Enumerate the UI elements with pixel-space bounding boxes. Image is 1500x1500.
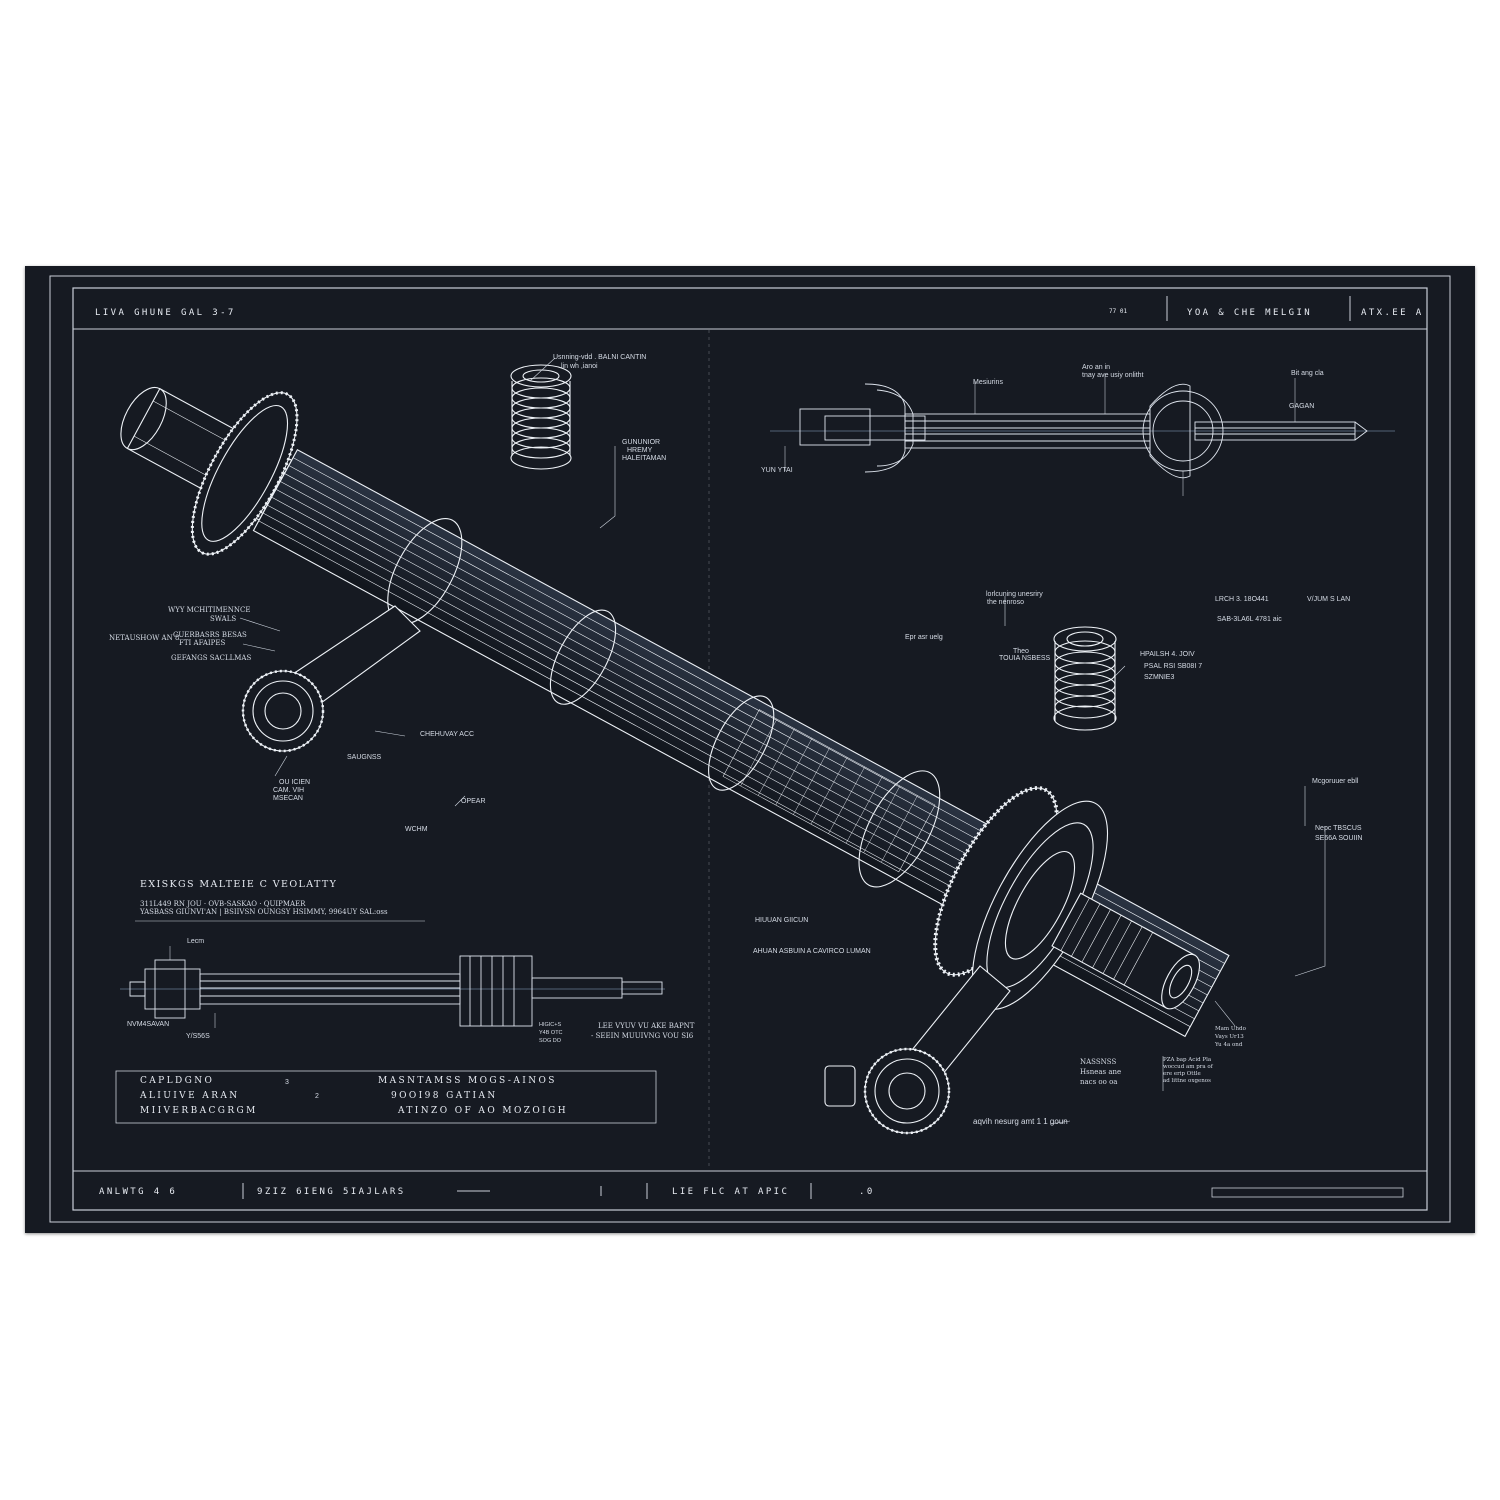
- side-view-label-3: tnay ave usiy onlitht: [1082, 372, 1144, 379]
- spec-marker-2: 2: [315, 1093, 319, 1100]
- callout-24: LRCH 3. 18O441: [1215, 596, 1269, 603]
- bottom-left-side-view: [120, 946, 665, 1028]
- callout-35: NASSNSS: [1080, 1058, 1117, 1066]
- title-top-right-2: ATX.EE A: [1361, 308, 1424, 318]
- title-top-small: 77 01: [1109, 308, 1128, 315]
- callout-13: SAUGNSS: [347, 754, 382, 761]
- callout-36: Hsneas ane: [1080, 1068, 1122, 1076]
- mount-arm-right: [824, 965, 1011, 1135]
- main-assembly: [120, 364, 1230, 1135]
- callout-41: ad littne oxgenos: [1163, 1078, 1211, 1084]
- callout-43: Vays Ur13: [1215, 1034, 1244, 1040]
- spec-col1-row1: CAPLDGNO: [140, 1076, 215, 1086]
- callout-45: aqvih nesurg amt 1 1 goun: [973, 1117, 1068, 1126]
- spec-col2-row1: MASNTAMSS MOGS-AINOS: [378, 1076, 557, 1086]
- title-bottom-2: 9ZIZ 6IENG 5IAJLARS: [257, 1187, 406, 1197]
- callout-29: SZMNIE3: [1144, 674, 1175, 681]
- callout-5: HALEITAMAN: [622, 455, 667, 462]
- callout-9: CUERBASRS BESAS: [173, 631, 247, 639]
- callout-23: TOUIA NSBESS: [999, 655, 1051, 662]
- callout-7: SWALS: [210, 615, 237, 623]
- callout-37: nacs oo oa: [1080, 1078, 1118, 1086]
- title-bottom-4: .0: [859, 1187, 875, 1197]
- callout-14: OU ICIEN: [279, 779, 311, 786]
- leader-lines: [239, 357, 1326, 1125]
- coil-spring-upper: [510, 364, 572, 470]
- callout-42: Mam Uhdo: [1215, 1026, 1246, 1032]
- top-right-side-view: [770, 374, 1395, 496]
- left-view-label-1: Lecm: [187, 938, 205, 945]
- left-panel-note-2: - SEEIN MUUIVNG VOU SI6: [591, 1032, 694, 1040]
- callout-11: GEFANGS SACLLMAS: [171, 654, 252, 662]
- callout-26: SAB-3LA6L 4781 aic: [1217, 616, 1282, 623]
- callout-27: HPAILSH 4. JOIV: [1140, 651, 1195, 658]
- left-view-label-5: Y4B OTC: [539, 1030, 563, 1036]
- callout-3: GUNUNIOR: [622, 439, 661, 446]
- callout-40: ere erip Ottle: [1163, 1071, 1201, 1077]
- callout-18: WCHM: [405, 826, 428, 833]
- callout-44: Yu 4a ond: [1215, 1042, 1243, 1048]
- blueprint-poster: LIVA GHUNE GAL 3-7 77 01 YOA & CHE MELGI…: [25, 266, 1475, 1233]
- title-top-right-1: YOA & CHE MELGIN: [1187, 308, 1313, 318]
- side-view-label-2: Aro an in: [1082, 364, 1111, 371]
- spec-col2-row2: 9OOI98 GATIAN: [391, 1091, 498, 1101]
- spec-col1-row3: MIIVERBACGRGM: [140, 1106, 258, 1116]
- mount-arm-left: [241, 605, 421, 753]
- callout-34: AHUAN ASBUIN A CAVIRCO LUMAN: [753, 948, 871, 955]
- left-view-label-2: NVM4SAVAN: [127, 1021, 170, 1028]
- callout-32: SE66A SOUIIN: [1315, 835, 1363, 842]
- callout-31: Nepc TBSCUS: [1315, 825, 1362, 832]
- callout-1: Usnning-vdd . BALNI CANTIN: [553, 354, 647, 361]
- title-bottom-1: ANLWTG 4 6: [99, 1187, 178, 1197]
- callout-10: FTI AFAIPES: [179, 639, 226, 647]
- callout-17: OPEAR: [461, 798, 486, 805]
- spec-marker-1: 3: [285, 1079, 289, 1086]
- callout-19: lorlcuning unesriry: [986, 591, 1043, 598]
- callout-6: WYY MCHITIMENNCE: [168, 606, 251, 614]
- callout-39: woccud am pra of: [1163, 1064, 1213, 1070]
- callout-16: MSECAN: [273, 795, 303, 802]
- left-view-label-3: Y/S56S: [186, 1033, 210, 1040]
- callout-25: V/JUM S LAN: [1307, 596, 1351, 603]
- callout-30: Mcgoruuer ebll: [1312, 778, 1359, 785]
- side-view-label-1: Mesiurins: [973, 379, 1003, 386]
- callout-28: PSAL RSI SB08I 7: [1144, 663, 1203, 670]
- title-top-left: LIVA GHUNE GAL 3-7: [95, 308, 236, 318]
- callout-22: Theo: [1013, 648, 1029, 655]
- callout-33: HIUUAN GIICUN: [755, 917, 809, 924]
- title-bottom-3: LIE FLC AT APIC: [672, 1187, 790, 1197]
- callout-12: CHEHUVAY ACC: [420, 731, 475, 738]
- coil-spring-lower: [1053, 626, 1117, 731]
- callout-21: Epr asr uelg: [905, 634, 943, 641]
- spec-col1-row2: ALIUIVE ARAN: [140, 1091, 240, 1101]
- side-view-label-5: GAGAN: [1289, 403, 1315, 410]
- left-panel-line-2: YASBASS GIUNVI'AN | BSIIVSN OUNGSY HSIMM…: [140, 908, 388, 916]
- left-view-label-6: SOG DO: [539, 1038, 562, 1044]
- left-panel-note-1: LEE VYUV VU AKE BAPNT: [598, 1022, 695, 1030]
- side-view-label-4: Bit ang cla: [1291, 370, 1324, 377]
- callout-4: HREMY: [627, 447, 653, 454]
- left-view-label-4: HIGIC+S: [539, 1022, 562, 1028]
- left-panel-heading: EXISKGS MALTEIE C VEOLATTY: [140, 879, 338, 890]
- left-panel-line-1: 311L449 RN JOU · OVB-SASKAO · QUIPMAER: [140, 900, 306, 908]
- blueprint-drawing: [49, 275, 1451, 1223]
- callout-38: PZA bap Acid Pla: [1163, 1057, 1212, 1063]
- spec-col2-row3: ATINZO OF AO MOZOIGH: [398, 1106, 568, 1116]
- callout-20: the nenroso: [987, 599, 1024, 606]
- callout-8: NETAUSHOW AN 8: [109, 634, 180, 642]
- callout-15: CAM. VIH: [273, 787, 305, 794]
- callout-2: lin wh ,ianoi: [561, 363, 598, 370]
- spec-table-frame: [115, 1070, 657, 1124]
- side-view-label-6: YUN YTAI: [761, 467, 793, 474]
